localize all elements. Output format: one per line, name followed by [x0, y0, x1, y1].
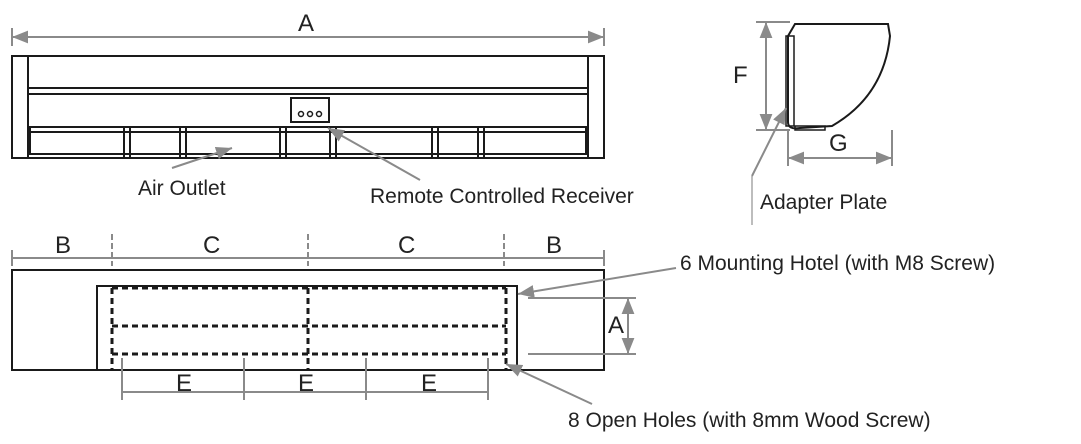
label-b-right: B: [546, 232, 563, 259]
label-c-right: C: [398, 232, 416, 259]
label-a-right: A: [608, 312, 625, 339]
side-profile: [787, 23, 892, 130]
side-view: [751, 21, 893, 225]
caption-air-outlet: Air Outlet: [138, 177, 226, 200]
indoor-unit-body: [11, 55, 605, 159]
label-c-left: C: [203, 232, 221, 259]
label-e-3: E: [421, 370, 438, 397]
screw-slots: [110, 286, 508, 370]
leader-mounting-holes: [517, 267, 677, 298]
label-a-top: A: [298, 10, 315, 37]
front-view: [11, 28, 605, 181]
leader-air-outlet: [171, 146, 233, 169]
caption-mounting-holes: 6 Mounting Hotel (with M8 Screw): [680, 252, 996, 275]
caption-adapter-plate: Adapter Plate: [760, 191, 888, 214]
caption-remote-receiver: Remote Controlled Receiver: [370, 185, 634, 208]
dim-line-g: [787, 130, 893, 166]
caption-open-holes: 8 Open Holes (with 8mm Wood Screw): [568, 409, 931, 432]
dim-line-bccb: [11, 234, 605, 266]
label-e-2: E: [298, 370, 315, 397]
dim-line-f: [756, 21, 790, 131]
label-g: G: [829, 130, 848, 157]
dim-line-eee: [121, 358, 489, 400]
leader-receiver: [327, 127, 421, 181]
dim-line-a-top: [11, 28, 605, 46]
label-b-left: B: [55, 232, 72, 259]
mounting-plate-view: [11, 234, 677, 405]
adapter-plate-profile: [785, 35, 795, 127]
label-f: F: [733, 62, 748, 89]
leader-open-holes: [505, 363, 593, 405]
dim-line-a-right: [528, 297, 636, 355]
remote-receiver-window: [290, 97, 330, 123]
label-e-1: E: [176, 370, 193, 397]
air-outlet-louver: [29, 126, 587, 155]
